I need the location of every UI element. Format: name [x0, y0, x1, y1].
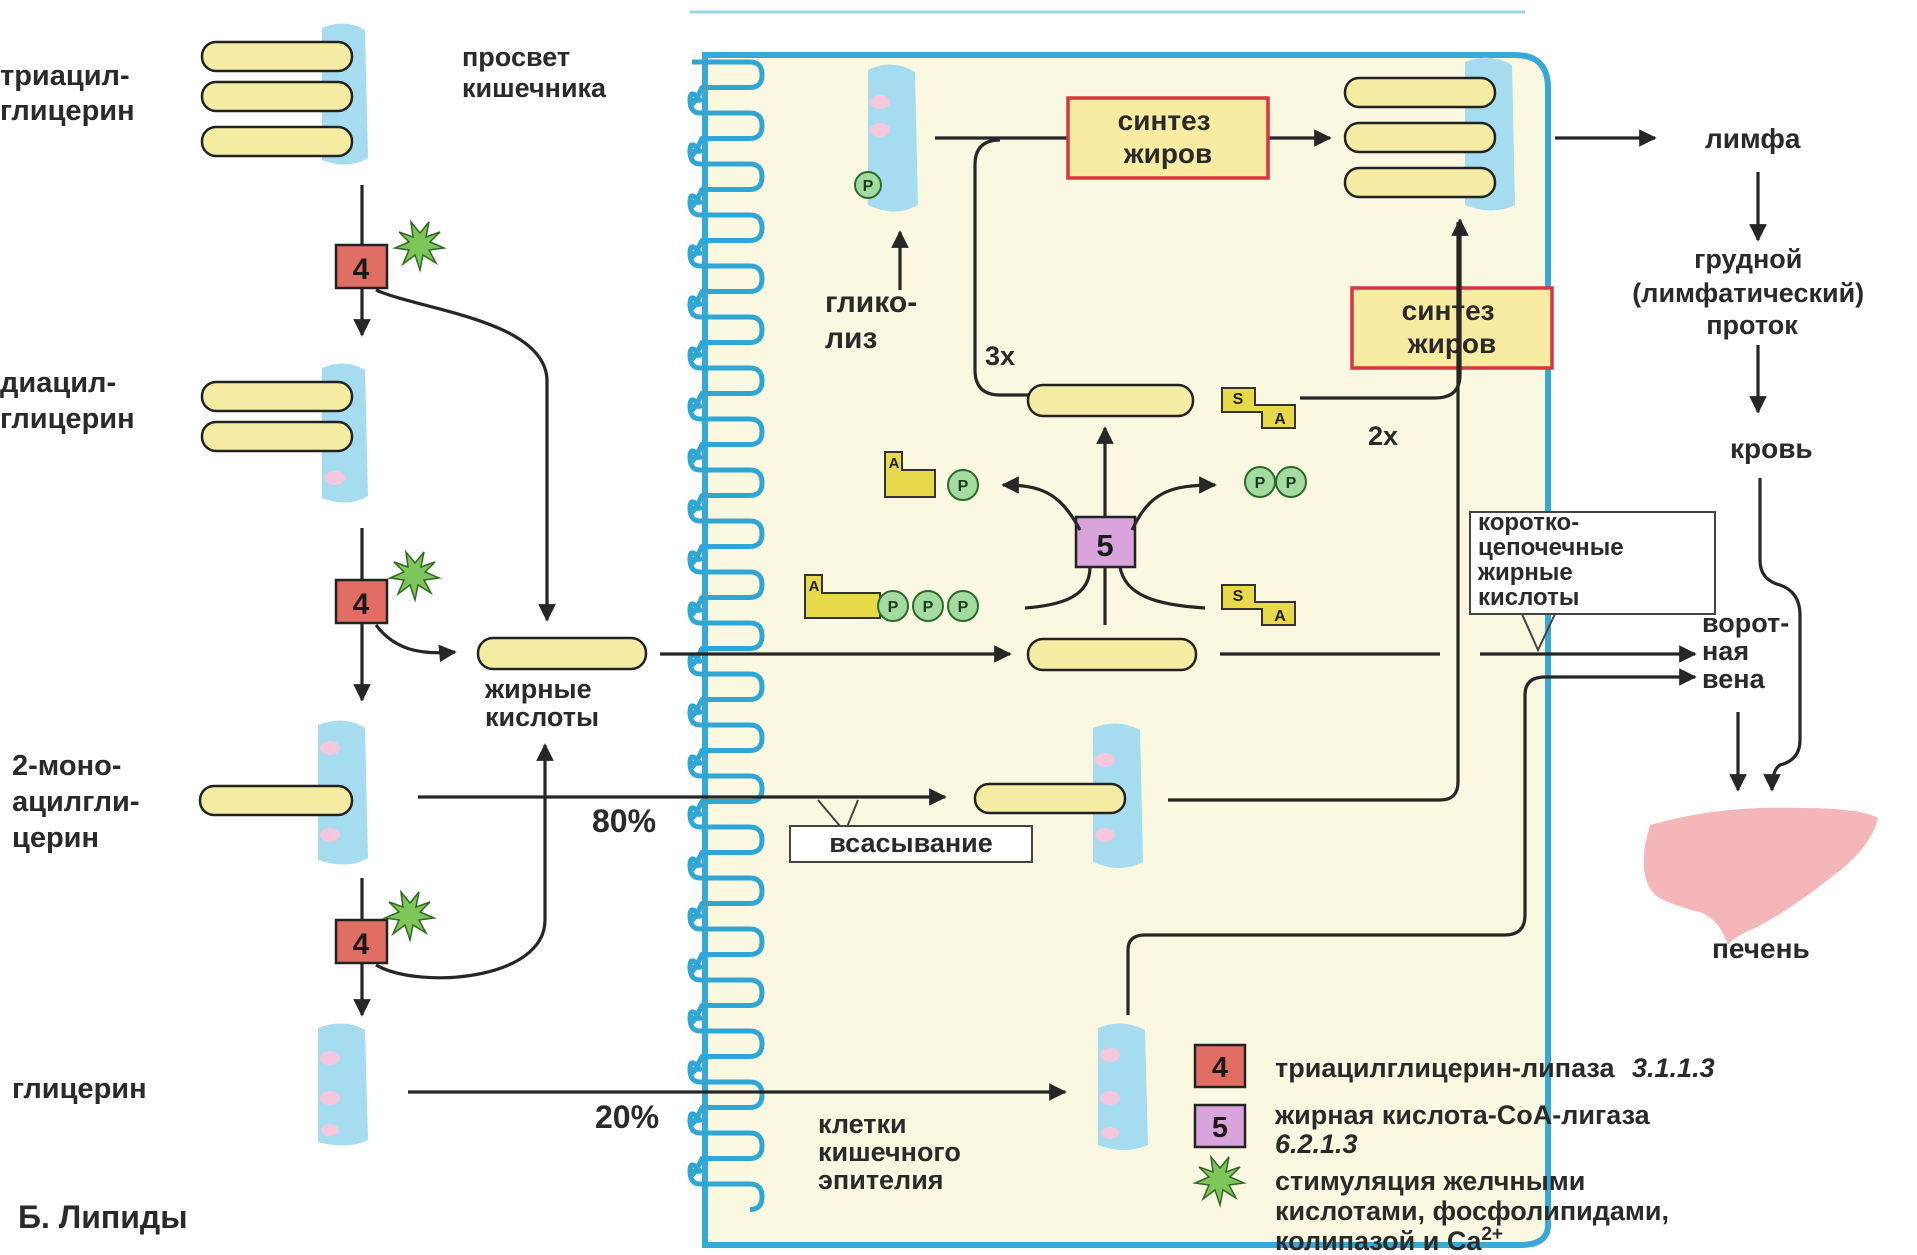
svg-text:A: A: [1274, 608, 1286, 625]
arrow-2x-acyl: [1300, 218, 1469, 400]
diacylglycerol-molecule: [200, 363, 368, 503]
svg-text:P: P: [888, 599, 899, 616]
arrow-fa-release-2: [374, 624, 457, 663]
svg-text:P: P: [1286, 475, 1297, 492]
arrow-fa-release-1: [375, 288, 556, 622]
svg-text:A: A: [1274, 411, 1286, 428]
enzyme-4-step2: 4: [334, 578, 389, 625]
brush-border-microvilli: [687, 59, 765, 1212]
svg-text:синтез жиров: синтез жиров: [1402, 295, 1503, 359]
acyl-coa-chain: [1026, 383, 1195, 418]
triacylglycerol-label: триацил- глицерин: [0, 60, 138, 127]
svg-text:4: 4: [353, 928, 370, 961]
thoracic-duct-label: грудной (лимфатический) проток: [1632, 244, 1871, 340]
line-atp-in: [1024, 566, 1092, 610]
short-chain-callout: [1469, 511, 1716, 615]
fatty-acid-in-cell: [1026, 637, 1198, 672]
line-coa-in: [1118, 566, 1206, 610]
enzyme-4-step1: 4: [334, 243, 389, 290]
lumen-label: просвет кишечника: [462, 42, 607, 103]
svg-text:4: 4: [353, 588, 370, 621]
legend: 4 триацилглицерин-липаза 3.1.1.3 5 жирна…: [1192, 1043, 1715, 1255]
fat-synthesis-box-2: синтез жиров: [1350, 286, 1554, 370]
svg-text:P: P: [923, 599, 934, 616]
absorption-label: всасывание: [829, 828, 993, 858]
glycerol-membrane-in-cell: [1098, 1023, 1148, 1150]
coa-block-bottom: S A: [1221, 584, 1296, 626]
times-3-label: 3x: [985, 341, 1015, 371]
enzyme-5: 5: [1074, 515, 1137, 569]
mag-membrane-in-cell: [973, 723, 1143, 868]
glycolysis-label: глико- лиз: [825, 286, 926, 355]
svg-text:A: A: [809, 578, 820, 595]
lymph-label: лимфа: [1705, 123, 1801, 154]
svg-text:P: P: [1255, 475, 1266, 492]
glycerol-molecule: [318, 1023, 368, 1146]
short-chain-label: коротко- цепочечные жирные кислоты: [1477, 509, 1630, 611]
absorption-callout: [789, 825, 1033, 863]
blood-label: кровь: [1730, 433, 1813, 464]
epithelial-cells-label: клетки кишечного эпителия: [818, 1109, 968, 1195]
fatty-acids-label: жирные кислоты: [484, 674, 599, 732]
svg-text:4: 4: [1212, 1052, 1228, 1084]
pct-20-label: 20%: [595, 1099, 659, 1135]
svg-text:P: P: [958, 478, 969, 495]
arrow-glycerol-to-portal: [1126, 668, 1697, 1015]
legend-enzyme-4-swatch: [1193, 1043, 1247, 1089]
monoacylglycerol-molecule: [198, 720, 368, 865]
legend-stimulation-text: стимуляция желчными кислотами, фосфолипи…: [1275, 1166, 1676, 1255]
pyrophosphate: P P: [1244, 466, 1307, 498]
svg-text:S: S: [1233, 391, 1244, 408]
portal-vein-label: ворот- ная вена: [1702, 608, 1797, 694]
svg-text:синтез жиров: синтез жиров: [1118, 105, 1219, 169]
line-mag-to-synthesis: [1168, 222, 1460, 802]
bile-stimulation-icon: [387, 549, 442, 603]
svg-text:5: 5: [1096, 528, 1113, 563]
bile-stimulation-icon: [382, 889, 437, 943]
arrow-blood-to-liver: [1758, 478, 1802, 792]
arrow-fa-release-3: [375, 743, 554, 980]
bile-stimulation-icon: [392, 219, 447, 273]
glycerol-phosphate-membrane: [868, 64, 918, 212]
fatty-acid-lumen: [476, 636, 648, 671]
times-2-label: 2x: [1368, 421, 1398, 451]
phosphate-circle: P: [854, 171, 882, 199]
line-3x-acyl: [973, 138, 1180, 397]
fat-synthesis-box-1: синтез жиров: [1066, 96, 1270, 180]
figure-title: Б. Липиды: [18, 1199, 188, 1235]
svg-text:5: 5: [1212, 1112, 1228, 1144]
coa-block-top: S A: [1221, 387, 1296, 429]
svg-text:P: P: [863, 178, 874, 195]
resynthesized-triacylglycerol: [1343, 57, 1515, 211]
liver-label: печень: [1712, 933, 1810, 964]
triacylglycerol-molecule: [200, 23, 368, 165]
enzyme-4-step3: 4: [334, 918, 389, 965]
glycerol-label: глицерин: [12, 1073, 147, 1105]
svg-text:4: 4: [353, 253, 370, 286]
pct-80-label: 80%: [592, 803, 656, 839]
svg-text:S: S: [1233, 588, 1244, 605]
liver-icon: [1643, 807, 1878, 945]
svg-text:P: P: [958, 599, 969, 616]
svg-text:A: A: [889, 455, 900, 472]
legend-enzyme-5-swatch: [1193, 1103, 1247, 1149]
amp-molecule: A P: [884, 451, 979, 501]
arrow-e5-to-ppi: [1130, 476, 1217, 531]
monoacylglycerol-label: 2-моно- ацилгли- церин: [12, 750, 148, 854]
diacylglycerol-label: диацил- глицерин: [0, 367, 135, 435]
legend-enzyme-5-text: жирная кислота-CoA-лигаза 6.2.1.3: [1274, 1100, 1657, 1159]
legend-stimulation-icon: [1192, 1154, 1247, 1208]
legend-enzyme-4-text: триацилглицерин-липаза 3.1.1.3: [1275, 1053, 1715, 1083]
arrow-e5-to-amp: [1001, 476, 1082, 531]
atp-molecule: A P P P: [804, 574, 979, 622]
